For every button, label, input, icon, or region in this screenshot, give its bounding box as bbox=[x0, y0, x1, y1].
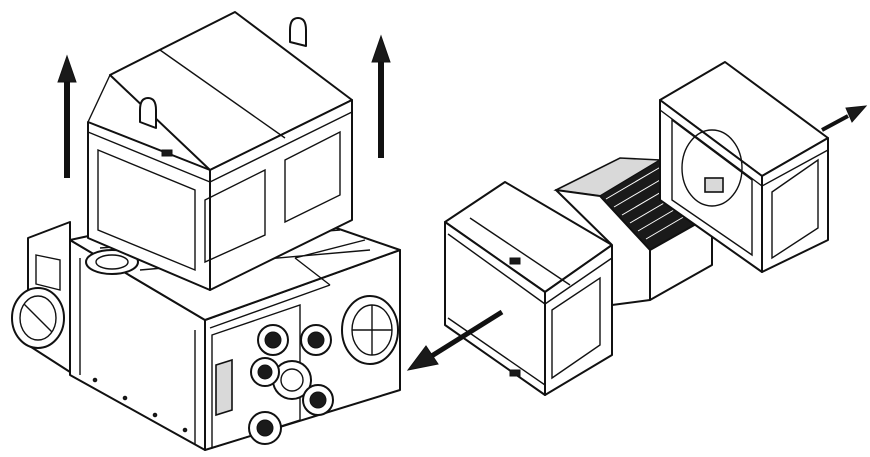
duct-spigot-left bbox=[11, 287, 65, 349]
pull-arrow-right bbox=[821, 105, 868, 132]
filter-cartridge bbox=[444, 181, 613, 396]
duct-spigot-right bbox=[341, 295, 399, 365]
lift-arrow-left bbox=[57, 54, 77, 178]
upper-cover-module bbox=[87, 11, 353, 291]
heat-exchanger-core bbox=[553, 157, 713, 306]
lift-arrow-right bbox=[371, 34, 391, 158]
pull-arrow-left bbox=[406, 309, 504, 371]
end-cover-module bbox=[659, 61, 829, 273]
connection-spigots bbox=[248, 324, 334, 445]
